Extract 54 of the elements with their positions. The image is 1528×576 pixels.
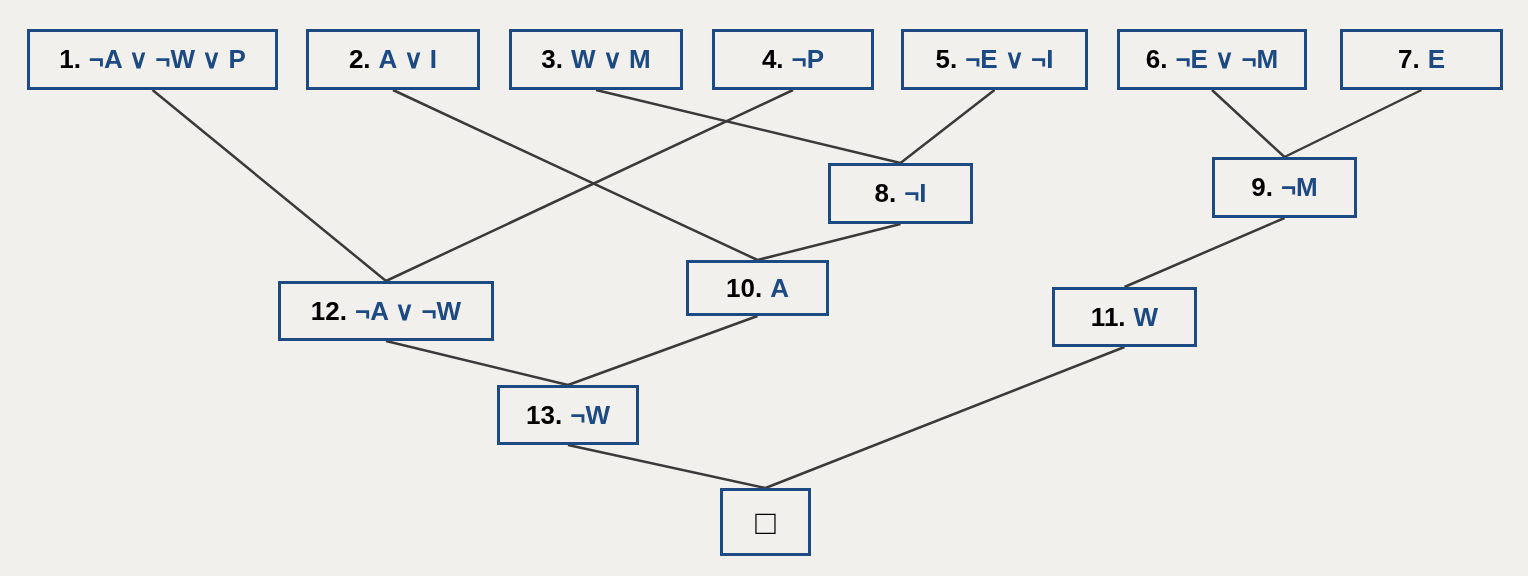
- clause-box: [1117, 29, 1307, 90]
- clause-text: ¬P: [791, 43, 825, 76]
- connector-line: [151, 89, 387, 282]
- empty-clause-symbol: □: [755, 505, 776, 539]
- step-number: 6.: [1145, 43, 1168, 76]
- step-number: 3.: [541, 43, 563, 76]
- step-number: 12.: [310, 294, 347, 328]
- clause-text: ¬M: [1280, 171, 1318, 204]
- clause-box: [1052, 287, 1197, 347]
- clause-text: A ∨ I: [378, 43, 438, 76]
- connector-line: [1124, 216, 1285, 289]
- clause-text: W: [1133, 300, 1159, 334]
- step-number: 4.: [761, 43, 784, 76]
- clause-text: ¬E ∨ ¬I: [965, 43, 1054, 76]
- clause-box: [278, 281, 494, 341]
- clause-box: [27, 29, 278, 90]
- clause-box: [509, 29, 683, 90]
- clause-box: [1212, 157, 1357, 218]
- connector-line: [765, 345, 1125, 490]
- step-number: 13.: [526, 398, 563, 432]
- clause-box: [828, 163, 973, 224]
- clause-text: ¬W: [570, 398, 610, 432]
- step-number: 2.: [348, 43, 371, 76]
- connector-line: [1211, 89, 1286, 158]
- step-number: 8.: [874, 177, 897, 210]
- connector-line: [899, 89, 996, 164]
- step-number: 11.: [1090, 300, 1126, 334]
- clause-text: W ∨ M: [571, 43, 651, 76]
- clause-box: [497, 385, 639, 445]
- clause-box: [712, 29, 874, 90]
- clause-text: A: [770, 271, 789, 305]
- connector-line: [385, 339, 569, 387]
- clause-text: ¬E ∨ ¬M: [1175, 43, 1279, 76]
- connector-line: [385, 88, 794, 283]
- clause-text: ¬A ∨ ¬W ∨ P: [88, 43, 246, 76]
- clause-text: ¬I: [904, 177, 927, 210]
- clause-box: [901, 29, 1088, 90]
- connector-line: [595, 88, 901, 165]
- clause-text: E: [1427, 43, 1445, 76]
- connector-line: [392, 88, 759, 262]
- clause-box: [720, 488, 811, 556]
- clause-box: [1340, 29, 1503, 90]
- connector-line: [757, 222, 901, 262]
- step-number: 1.: [59, 43, 81, 76]
- step-number: 7.: [1398, 43, 1420, 76]
- step-number: 10.: [726, 271, 763, 305]
- clause-box: [686, 260, 829, 316]
- connector-line: [567, 314, 758, 387]
- step-number: 9.: [1251, 171, 1273, 204]
- connector-line: [1283, 88, 1423, 159]
- clause-text: ¬A ∨ ¬W: [355, 294, 462, 328]
- connector-line: [567, 443, 766, 490]
- clause-box: [306, 29, 480, 90]
- step-number: 5.: [935, 43, 958, 76]
